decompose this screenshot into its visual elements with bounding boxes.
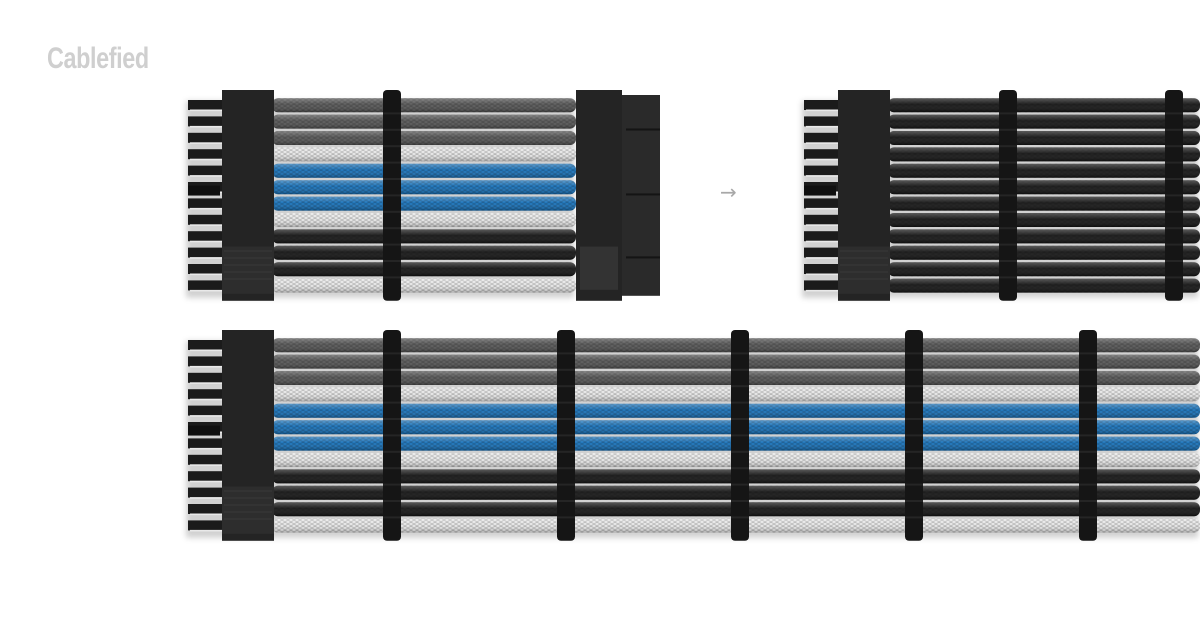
connector-pin <box>188 132 224 143</box>
connector-pin <box>804 116 840 127</box>
connector-pin <box>188 454 224 465</box>
connector-pin <box>188 372 224 383</box>
connector-pin <box>188 116 224 127</box>
connector-pin <box>804 214 840 225</box>
brand-logo: Cablefied <box>47 42 149 75</box>
connector-pin <box>188 520 224 531</box>
connector-pin <box>188 389 224 400</box>
connector-pin <box>804 149 840 160</box>
cable-black-extension <box>802 90 1200 301</box>
connector-latch <box>188 425 220 436</box>
connector-pin <box>188 198 224 209</box>
connector-pin <box>804 132 840 143</box>
cable-long-extension <box>186 330 1200 541</box>
connector-latch <box>188 185 220 196</box>
connector-pin <box>188 100 224 110</box>
connector-pin <box>188 247 224 258</box>
connector-pin <box>188 471 224 482</box>
connector-pin <box>188 165 224 176</box>
connector-pin <box>188 149 224 160</box>
connector-pin <box>188 504 224 514</box>
connector-latch <box>804 185 836 196</box>
connector-pin <box>188 438 224 449</box>
connector-pin <box>188 405 224 416</box>
arrow-right-icon: → <box>720 180 737 204</box>
connector-pin <box>188 356 224 367</box>
connector-pin <box>188 487 224 498</box>
connector-pin <box>188 340 224 350</box>
connector-pin <box>188 264 224 274</box>
connector-pin <box>804 198 840 209</box>
connector-pin <box>188 214 224 225</box>
connector-pin <box>188 231 224 242</box>
connector-pin <box>804 280 840 291</box>
connector-pin <box>804 165 840 176</box>
connector-pin <box>804 247 840 258</box>
connector-pin <box>188 280 224 291</box>
cable-short-extension <box>186 90 660 301</box>
connector-pin <box>804 231 840 242</box>
connector-pin <box>804 264 840 274</box>
connector-pin <box>804 100 840 110</box>
